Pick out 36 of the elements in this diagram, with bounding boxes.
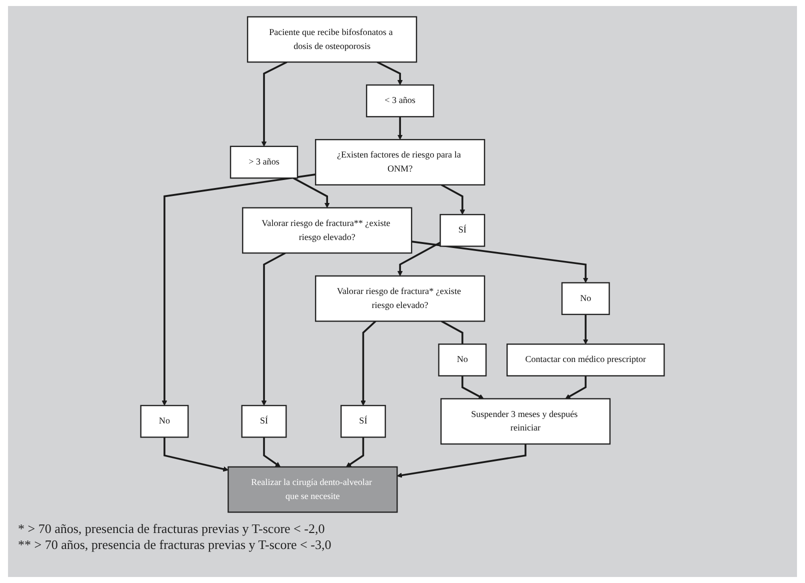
arrow (261, 61, 288, 147)
arrow (565, 376, 587, 399)
node-box (314, 275, 486, 322)
node-box (140, 404, 189, 438)
node-box (340, 404, 386, 438)
node-box (314, 139, 486, 186)
arrow (582, 314, 588, 344)
node-box (438, 344, 487, 376)
arrow (346, 437, 364, 468)
arrow (162, 174, 316, 406)
arrow (441, 184, 466, 215)
connector (441, 320, 464, 344)
arrow (292, 177, 330, 208)
node-box (241, 404, 287, 438)
arrow (397, 242, 441, 276)
arrow (164, 437, 228, 472)
node-box (230, 146, 298, 179)
node-box (366, 84, 434, 118)
node-box (440, 398, 611, 445)
footnote: * > 70 años, presencia de fracturas previas y T-score < -2,0 (18, 521, 325, 537)
arrow (397, 116, 403, 140)
node-box (440, 214, 486, 247)
node-box (228, 466, 398, 513)
arrow (396, 444, 526, 478)
arrow (462, 376, 484, 399)
node-box (242, 207, 412, 254)
node-box (246, 16, 418, 63)
panel-background: Paciente que recibe bifosfonatos a dosis de osteoporosis < 3 años > 3 años ¿Existen factores de riesgo para la ONM? Valorar riesgo de fractura** ¿existe riesgo elevado? SÍ No SÍ No Valorar riesgo de fractura* ¿existe riesgo elevado? Contactar con médico prescriptor SÍ Realizar la cirugía dento-alveolar que se necesite No Suspender 3 meses y después reiniciar * > 70 años, presencia de fracturas previas y T-score < -2,0 ** > 70 años, presencia de fracturas previas y T-score < -3,0 (8, 6, 797, 577)
arrow (376, 61, 403, 86)
node-box (561, 282, 610, 316)
arrow (411, 240, 588, 283)
arrow (360, 320, 376, 406)
footnote: ** > 70 años, presencia de fracturas previas y T-score < -3,0 (18, 537, 332, 553)
node-box (506, 344, 665, 376)
arrow (263, 437, 281, 468)
arrow (261, 252, 286, 406)
